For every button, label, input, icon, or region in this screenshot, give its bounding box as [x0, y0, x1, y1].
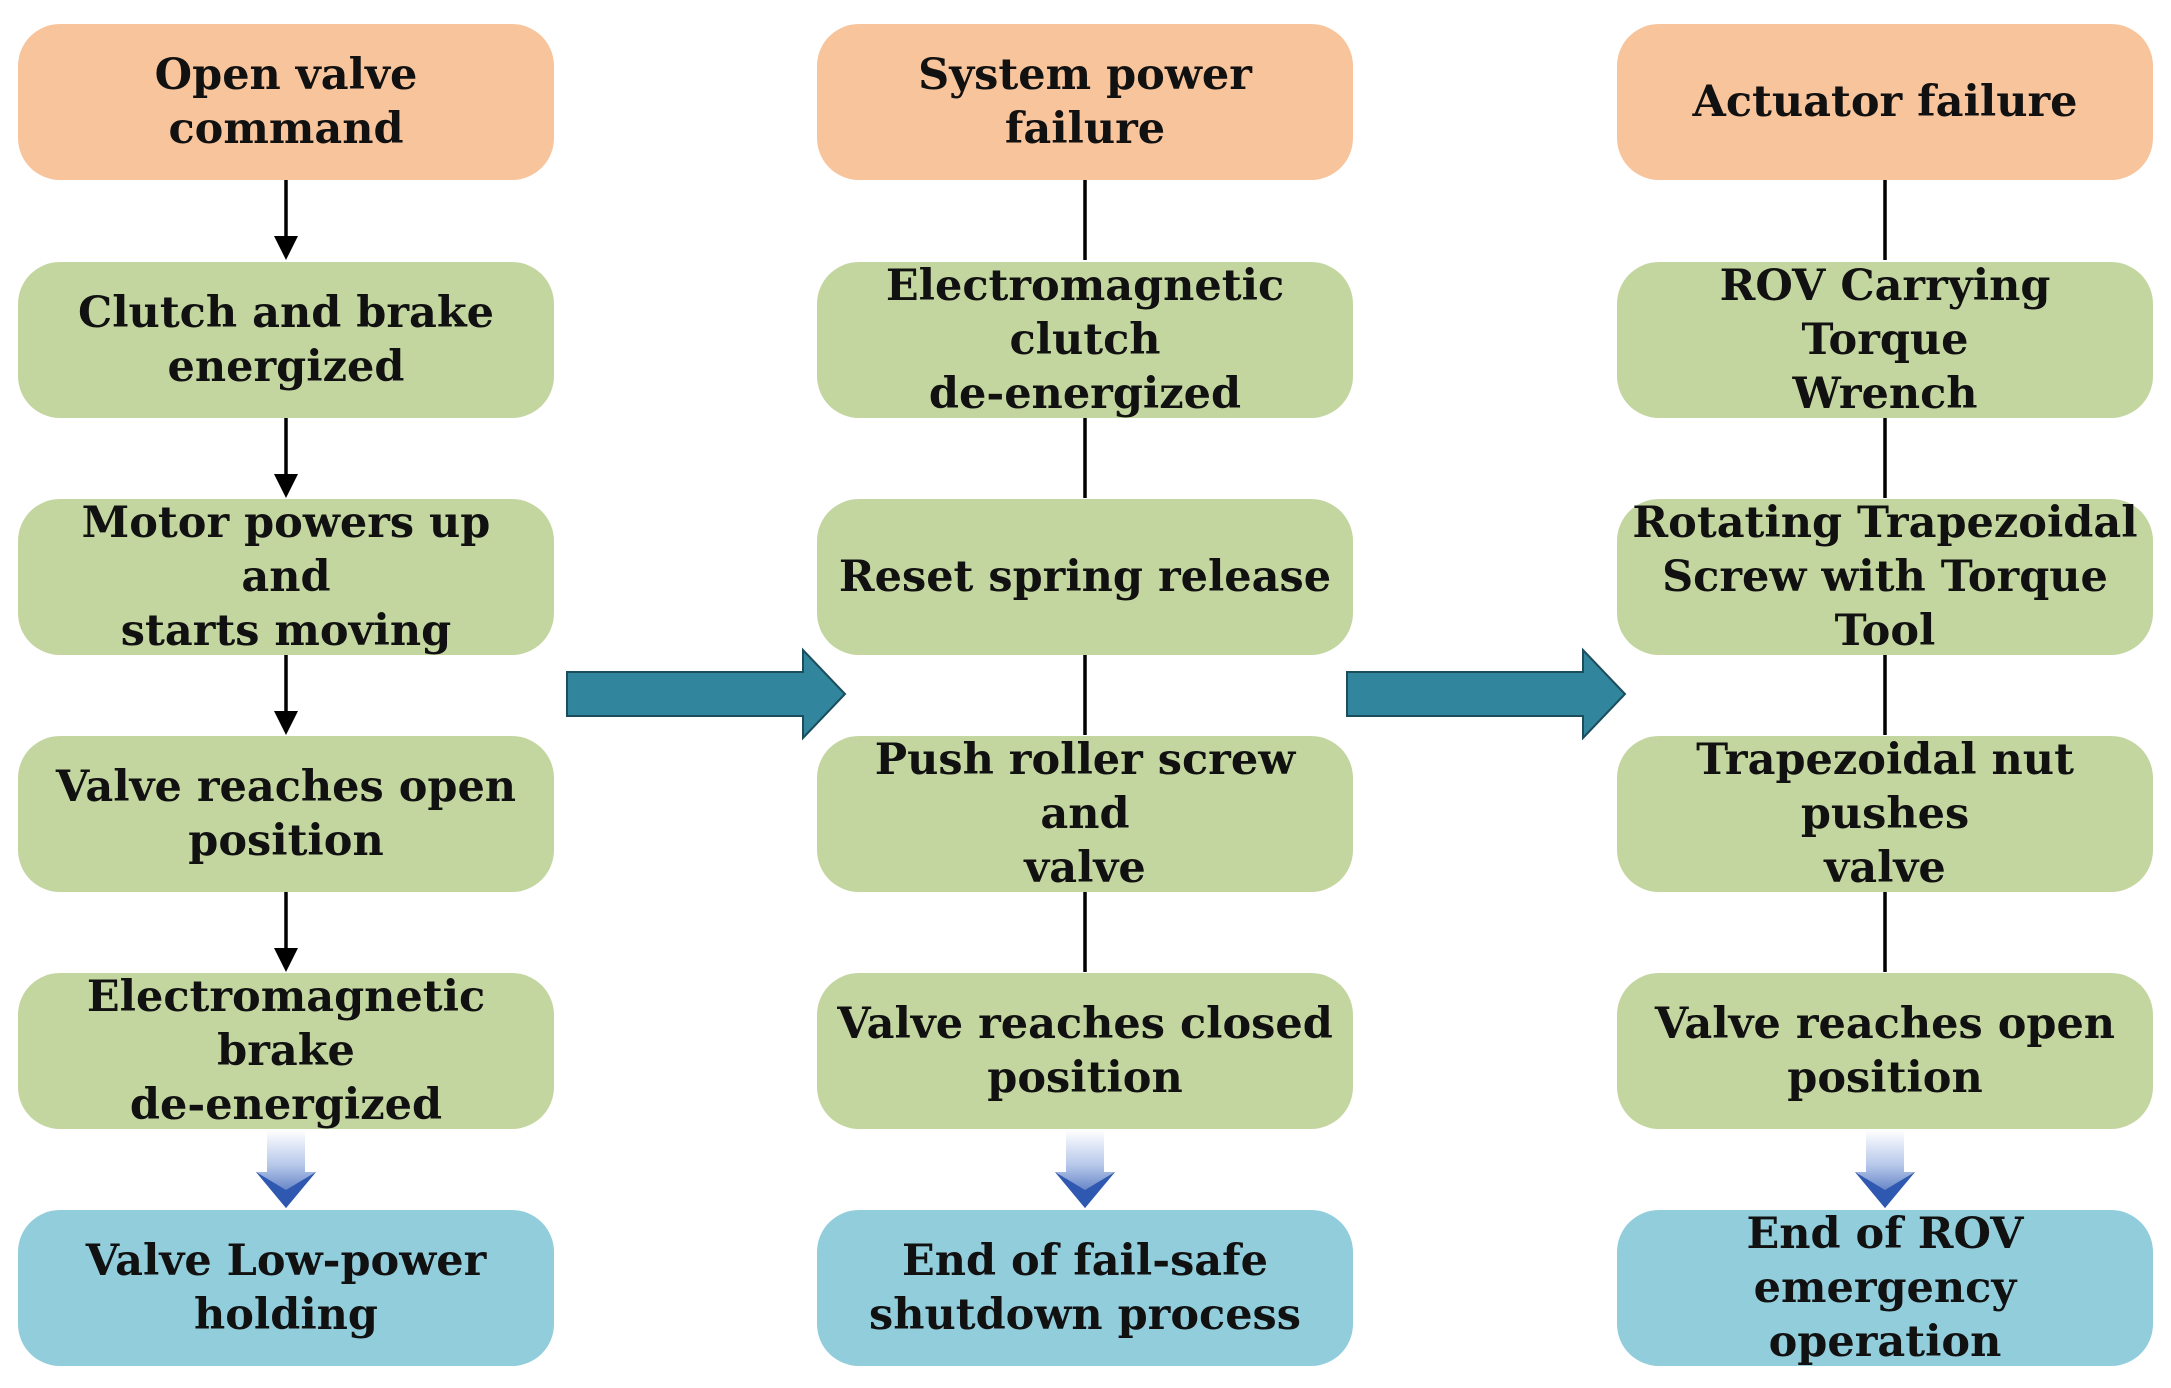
box-text-line: Reset spring release — [838, 552, 1332, 602]
start-box-actuator-failure: Actuator failure — [1617, 24, 2153, 180]
step-box: ROV Carrying Torque Wrench — [1617, 261, 2153, 419]
box-text: System power failure — [918, 50, 1252, 154]
step-box: Valve reaches closed position — [817, 973, 1353, 1129]
box-text-line: Push roller screw and — [874, 735, 1296, 839]
connector-arrow — [274, 655, 298, 735]
box-text-line: Rotating Trapezoidal — [1632, 498, 2138, 548]
step-box: Trapezoidal nut pushes valve — [1617, 735, 2153, 893]
box-text-line: shutdown process — [869, 1290, 1301, 1340]
box-text-line: Valve reaches open — [55, 762, 517, 812]
box-text-line: holding — [193, 1290, 378, 1340]
box-text-line: position — [987, 1053, 1183, 1103]
box-text-line: position — [188, 816, 384, 866]
column-1-connectors — [274, 180, 298, 972]
connector-arrow — [274, 892, 298, 972]
box-text-line: Valve reaches open — [1654, 999, 2116, 1049]
step-box: Electromagnetic brake de-energized — [18, 972, 554, 1130]
box-text: Actuator failure — [1692, 77, 2078, 127]
box-text-line: Wrench — [1792, 369, 1978, 419]
connector-arrow — [274, 418, 298, 498]
start-box-open-valve-command: Open valve command — [18, 24, 554, 180]
step-box: Push roller screw and valve — [817, 735, 1353, 893]
box-text-line: Screw with Torque Tool — [1662, 552, 2108, 656]
box-text-line: Electromagnetic brake — [86, 972, 486, 1076]
box-text-line: Valve Low-power — [85, 1236, 487, 1286]
box-text-line: de-energized — [129, 1080, 443, 1130]
box-text-line: operation — [1768, 1317, 2002, 1367]
box-text-line: energized — [167, 342, 405, 392]
end-arrow — [1855, 1130, 1915, 1208]
box-text-line: ROV Carrying Torque — [1719, 261, 2051, 365]
end-box: End of fail-safe shutdown process — [817, 1210, 1353, 1366]
box-text-line: End of fail-safe — [901, 1236, 1268, 1286]
step-box: Clutch and brake energized — [18, 262, 554, 418]
box-text-line: de-energized — [928, 369, 1242, 419]
box-text-line: starts moving — [120, 606, 452, 656]
end-arrow — [256, 1130, 316, 1208]
end-box: Valve Low-power holding — [18, 1210, 554, 1366]
box-text-line: valve — [1824, 843, 1946, 893]
transition-arrow — [1346, 647, 1627, 741]
step-box: Valve reaches open position — [1617, 973, 2153, 1129]
box-text-line: Motor powers up and — [81, 498, 491, 602]
connector-arrow — [274, 180, 298, 260]
step-box: Motor powers up and starts moving — [18, 498, 554, 656]
box-text-line: position — [1787, 1053, 1983, 1103]
step-box: Electromagnetic clutch de-energized — [817, 261, 1353, 419]
box-text-line: Valve reaches closed — [837, 999, 1333, 1049]
box-text-line: Electromagnetic clutch — [885, 261, 1285, 365]
box-text-line: Trapezoidal nut pushes — [1696, 735, 2074, 839]
box-text-line: Clutch and brake — [78, 288, 494, 338]
transition-arrow — [566, 647, 847, 741]
box-text-line: valve — [1024, 843, 1146, 893]
end-box: End of ROV emergency operation — [1617, 1209, 2153, 1367]
start-box-system-power-failure: System power failure — [817, 24, 1353, 180]
step-box: Reset spring release — [817, 499, 1353, 655]
step-box: Valve reaches open position — [18, 736, 554, 892]
box-text: Open valve command — [154, 50, 418, 154]
box-text-line: End of ROV emergency — [1746, 1209, 2024, 1313]
end-arrow — [1055, 1130, 1115, 1208]
step-box: Rotating Trapezoidal Screw with Torque T… — [1617, 498, 2153, 656]
